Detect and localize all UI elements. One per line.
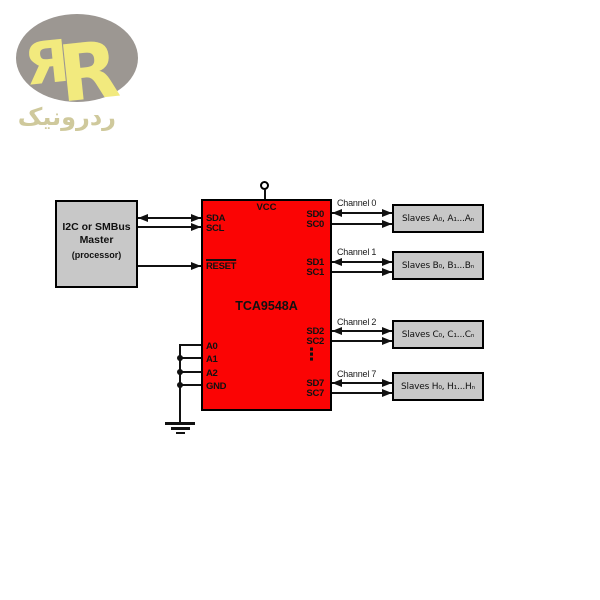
slave-box-1: Slaves B₀, B₁...Bₙ xyxy=(392,251,484,280)
pin-scl: SCL xyxy=(206,223,225,234)
channel-2-sd-wire xyxy=(332,330,392,332)
pin-a0: A0 xyxy=(206,341,218,352)
channel-0-sc-wire xyxy=(332,223,392,225)
brand-wordmark: ردرونیک xyxy=(17,103,116,131)
channel-1-arrowhead-left-icon xyxy=(332,257,342,266)
channel-2-label: Channel 2 xyxy=(337,317,377,327)
channel-0-sd-wire xyxy=(332,212,392,214)
pin-sd7: SD7 xyxy=(306,378,324,389)
a0-wire xyxy=(180,344,201,346)
pin-sc7: SC7 xyxy=(306,388,324,399)
slave-box-7: Slaves H₀, H₁...Hₙ xyxy=(392,372,484,401)
ground-symbol-bar1 xyxy=(165,422,195,425)
logo-letter-r: R xyxy=(54,25,123,110)
channel-7-arrowhead-right-icon xyxy=(382,378,392,387)
pin-sc0: SC0 xyxy=(306,219,324,230)
pin-sc1: SC1 xyxy=(306,267,324,278)
gnd-wire xyxy=(180,384,201,386)
channel-0-label: Channel 0 xyxy=(337,198,377,208)
channel-0-arrowhead-right-icon xyxy=(382,208,392,217)
brand-logo-mark-icon: Я R xyxy=(16,14,138,110)
channel-7-label: Channel 7 xyxy=(337,369,377,379)
pin-sda: SDA xyxy=(206,213,226,224)
channel-1-arrowhead-right-icon xyxy=(382,257,392,266)
channel-2-arrowhead-right-icon xyxy=(382,326,392,335)
logo-ellipse xyxy=(16,14,138,102)
pin-sd0: SD0 xyxy=(306,209,324,220)
scl-wire xyxy=(138,226,201,228)
slave-box-2: Slaves C₀, C₁...Cₙ xyxy=(392,320,484,349)
vcc-stem-wire xyxy=(263,189,266,199)
pin-a1: A1 xyxy=(206,354,218,365)
channel-0-arrowhead-left-icon xyxy=(332,208,342,217)
pin-vcc: VCC xyxy=(256,202,277,213)
master-box: I2C or SMBus Master (processor) xyxy=(55,200,138,288)
ground-symbol-bar3 xyxy=(175,431,185,434)
pin-sc2: SC2 xyxy=(306,336,324,347)
junction-dot xyxy=(177,355,183,361)
pin-sd1: SD1 xyxy=(306,257,324,268)
reset-arrowhead-right-icon xyxy=(191,261,201,270)
chip-name: TCA9548A xyxy=(235,299,298,313)
sda-wire xyxy=(138,217,201,219)
slave-box-0-label: Slaves A₀, A₁...Aₙ xyxy=(401,213,475,224)
a1-wire xyxy=(180,357,201,359)
pin-gnd: GND xyxy=(206,381,227,392)
reset-wire xyxy=(138,265,201,267)
junction-dot xyxy=(177,369,183,375)
channel-1-sd-wire xyxy=(332,261,392,263)
a2-wire xyxy=(180,371,201,373)
master-line1: I2C or SMBus xyxy=(62,221,131,233)
master-line2: Master xyxy=(79,234,114,246)
sda-arrowhead-right-icon xyxy=(191,213,201,222)
channel-2-arrowhead-left-icon xyxy=(332,326,342,335)
pin-reset: RESET xyxy=(206,261,237,272)
sda-arrowhead-left-icon xyxy=(138,213,148,222)
scl-arrowhead-right-icon xyxy=(191,222,201,231)
channel-7-sc-arrowhead-icon xyxy=(382,388,392,397)
slave-box-0: Slaves A₀, A₁...Aₙ xyxy=(392,204,484,233)
slave-box-7-label: Slaves H₀, H₁...Hₙ xyxy=(401,381,475,392)
channel-1-label: Channel 1 xyxy=(337,247,377,257)
slave-box-1-label: Slaves B₀, B₁...Bₙ xyxy=(401,260,475,271)
channel-2-sc-wire xyxy=(332,340,392,342)
pin-a2: A2 xyxy=(206,368,218,379)
vertical-ellipsis-icon: ⋮ xyxy=(303,345,320,365)
ground-symbol-bar2 xyxy=(170,427,190,430)
channel-7-sd-wire xyxy=(332,382,392,384)
channel-7-sc-wire xyxy=(332,392,392,394)
channel-2-sc-arrowhead-icon xyxy=(382,336,392,345)
channel-7-arrowhead-left-icon xyxy=(332,378,342,387)
slave-box-2-label: Slaves C₀, C₁...Cₙ xyxy=(401,329,475,340)
master-line3: (processor) xyxy=(71,250,122,260)
pin-sd2: SD2 xyxy=(306,326,324,337)
junction-dot xyxy=(177,382,183,388)
channel-1-sc-wire xyxy=(332,271,392,273)
chip-box: VCC SDA SCL RESET A0 A1 A2 GND TCA9548A … xyxy=(201,199,332,411)
channel-0-sc-arrowhead-icon xyxy=(382,219,392,228)
logo-letter-mirrored-r: Я xyxy=(21,27,73,99)
channel-1-sc-arrowhead-icon xyxy=(382,267,392,276)
